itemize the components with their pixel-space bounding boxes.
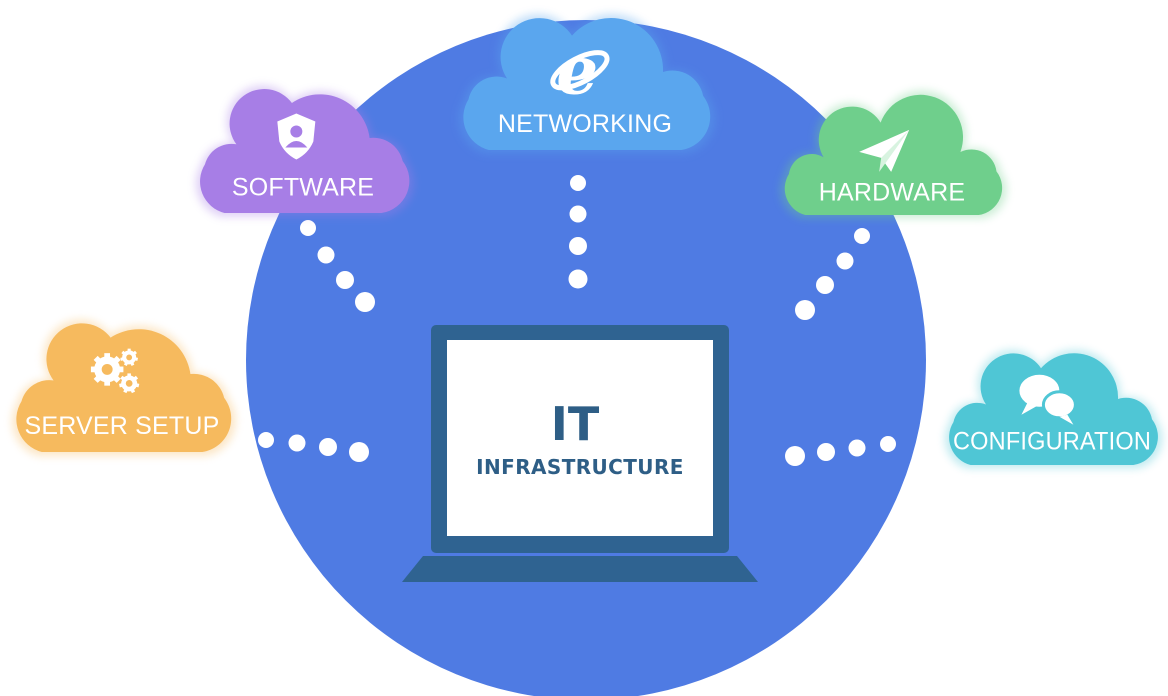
cloud-configuration: CONFIGURATION: [944, 349, 1163, 469]
cloud-label-configuration: CONFIGURATION: [953, 428, 1151, 456]
shield-user-icon: [277, 113, 316, 160]
dots-software: [300, 220, 375, 312]
cloud-label-hardware: HARDWARE: [819, 178, 966, 206]
cloud-hardware: HARDWARE: [780, 90, 1007, 219]
cloud-shape: [463, 17, 711, 150]
cloud-software: SOFTWARE: [195, 85, 414, 217]
dots-networking: [568, 175, 588, 289]
dots-configuration: [785, 436, 896, 466]
cloud-label-server-setup: SERVER SETUP: [24, 412, 219, 440]
laptop-icon: IT INFRASTRUCTURE: [402, 325, 758, 582]
svg-text:e: e: [556, 31, 598, 109]
chat-bubbles-icon: [1019, 374, 1077, 425]
laptop-screen: [447, 340, 713, 536]
center-title: IT: [551, 397, 600, 451]
cloud-label-software: SOFTWARE: [232, 174, 374, 202]
cloud-server-setup: SERVER SETUP: [12, 319, 236, 456]
laptop-base: [402, 556, 758, 582]
dots-hardware: [795, 228, 870, 320]
gears-icon: [90, 348, 140, 394]
paper-plane-icon: [859, 129, 910, 172]
connector-dots: [258, 175, 896, 466]
center-subtitle: INFRASTRUCTURE: [476, 455, 684, 479]
dots-server-setup: [258, 432, 369, 462]
internet-explorer-icon: e: [550, 31, 610, 109]
cloud-label-networking: NETWORKING: [498, 110, 672, 138]
